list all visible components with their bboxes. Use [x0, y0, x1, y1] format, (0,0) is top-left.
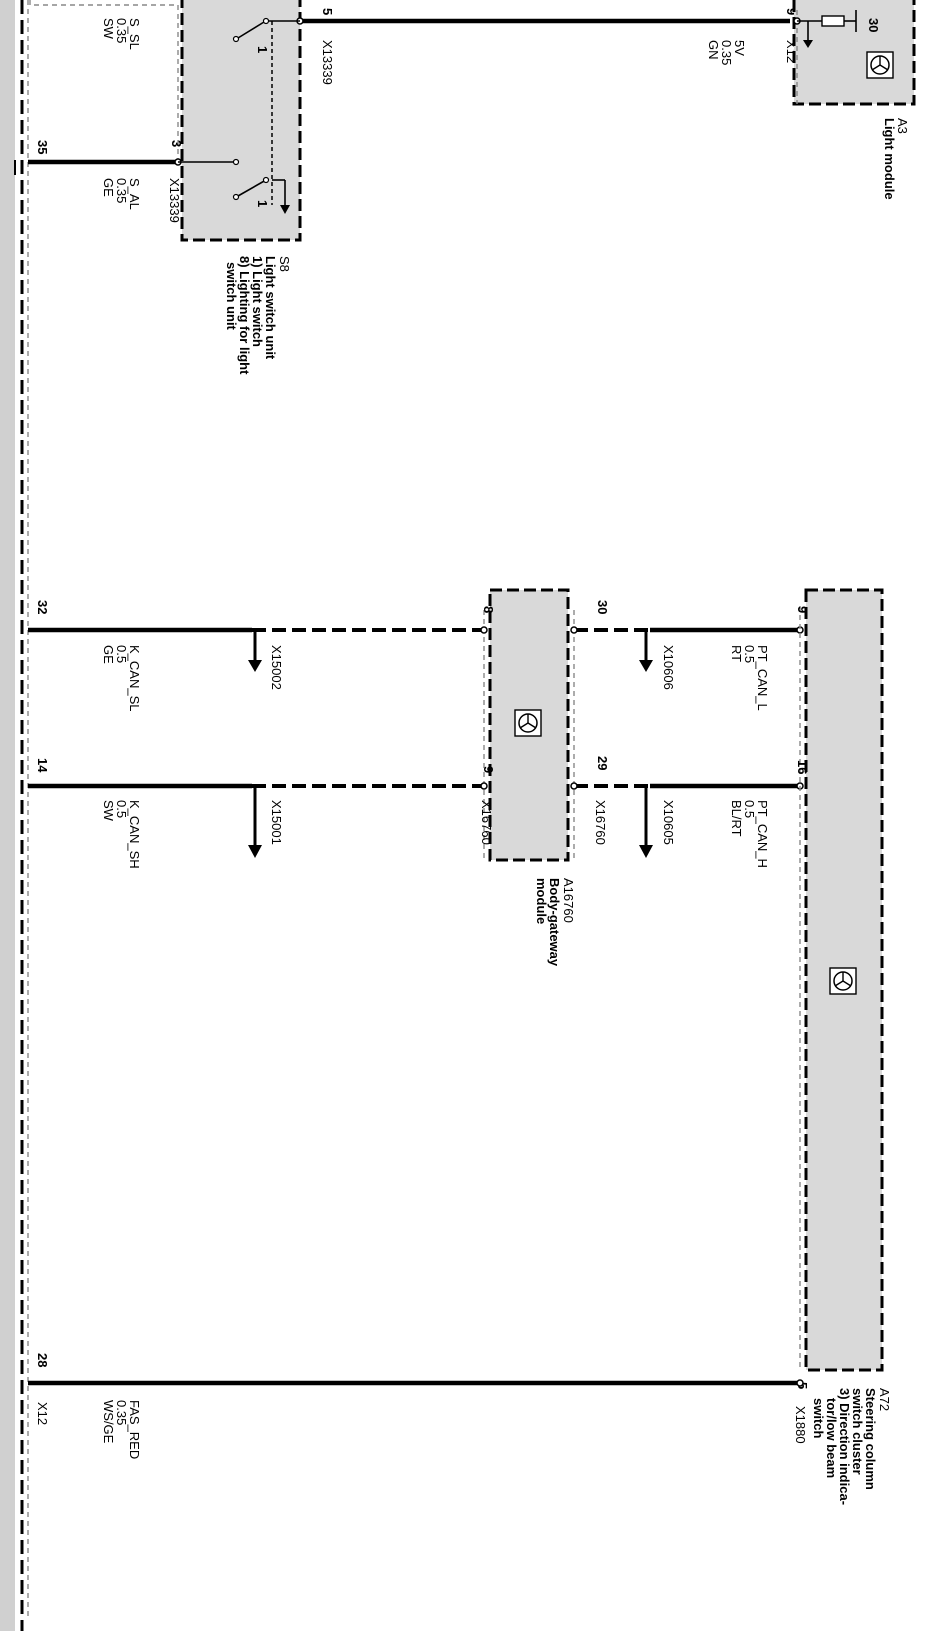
wire-k-can-sl-name: K_CAN_SL [127, 645, 142, 711]
steering-name: Steering column [863, 1388, 878, 1490]
steering-column-star-icon [829, 967, 857, 995]
body-gateway-connector-left: X16760 [479, 800, 494, 845]
light-switch-id: S8 [277, 256, 292, 272]
connector-x13339-bottom: X13339 [167, 178, 182, 223]
wire-5v-color: GN [706, 40, 721, 60]
light-module-name: Light module [882, 118, 897, 200]
wire-pt-can-l-color: RT [729, 645, 744, 662]
wire-fas-red-color: WS/GE [101, 1400, 116, 1444]
body-gateway-name: Body-gateway [547, 878, 562, 967]
splice-x10606: X10606 [661, 645, 676, 690]
body-gateway-pin-30: 30 [595, 600, 610, 614]
connector-x13339-top: X13339 [320, 40, 335, 85]
body-gateway-id: A16760 [561, 878, 576, 923]
body-gateway-connector-right: X16760 [593, 800, 608, 845]
wire-k-can-sl-color: GE [101, 645, 116, 664]
wire-k-can-sl-size: 0.5 [114, 645, 129, 663]
body-gateway-pin-9: 9 [481, 766, 496, 773]
wire-fas-red-size: 0.35 [114, 1400, 129, 1425]
body-gateway-star-icon [514, 709, 542, 737]
body-gateway-pin-29: 29 [595, 756, 610, 770]
wire-5v-name: 5V [732, 40, 747, 56]
wire-k-can-sh-name: K_CAN_SH [127, 800, 142, 869]
wire-k-can-sh-size: 0.5 [114, 800, 129, 818]
light-switch-note3: switch unit [224, 262, 239, 331]
light-module-id: A3 [895, 118, 910, 134]
pin-s-sl-left: 5 [320, 8, 335, 15]
steering-connector: X1880 [793, 1406, 808, 1444]
steering-note3: switch [811, 1398, 826, 1439]
splice-x15002: X15002 [269, 645, 284, 690]
switch-pos-bottom: 1 [255, 200, 270, 207]
pin-light-module-30: 30 [866, 18, 881, 32]
wire-5v-size: 0.35 [719, 40, 734, 65]
light-module-box [792, 0, 916, 106]
wire-s-sl-color: SW [101, 18, 116, 40]
connector-x12-bottom: X12 [35, 1402, 50, 1425]
wire-pt-can-h-name: PT_CAN_H [755, 800, 770, 868]
steering-note2: tor/low beam [824, 1398, 839, 1478]
steering-pin-16: 16 [795, 760, 810, 774]
body-gateway-pin-8: 8 [481, 606, 496, 613]
k-can-sl-splice-arrow-icon [248, 632, 262, 672]
splice-x10605: X10605 [661, 800, 676, 845]
wire-pt-can-l-size: 0.5 [742, 645, 757, 663]
wire-s-sl-name: S_SL [127, 18, 142, 50]
splice-x15001: X15001 [269, 800, 284, 845]
light-switch-note1: 1) Light switch [250, 256, 265, 347]
wire-k-can-sh-color: SW [101, 800, 116, 822]
pt-can-h-junction-left [570, 782, 578, 790]
wire-s-sl-size: 0.35 [114, 18, 129, 43]
pt-can-l-splice-arrow-icon [639, 632, 653, 672]
body-gateway-name2: module [534, 878, 549, 924]
steering-pin-9: 9 [795, 606, 810, 613]
steering-id: A72 [877, 1388, 892, 1411]
light-switch-name: Light switch unit [263, 256, 278, 360]
pt-can-h-splice-arrow-icon [639, 788, 653, 858]
pin-k-can-sh: 14 [35, 758, 50, 773]
wire-s-al-color: GE [101, 178, 116, 197]
steering-name2: switch cluster [850, 1388, 865, 1475]
pin-k-can-sl: 32 [35, 600, 50, 614]
pin-s-sl-right: 9 [784, 8, 799, 15]
wire-s-al-name: S_AL [127, 178, 142, 210]
switch-pos-top: 1 [255, 46, 270, 53]
wire-pt-can-h-size: 0.5 [742, 800, 757, 818]
pin-s-al-left: 35 [35, 140, 50, 154]
switch-symbol-icon [178, 17, 300, 214]
wire-s-al-size: 0.35 [114, 178, 129, 203]
pt-can-l-junction-left [570, 626, 578, 634]
pin-s-al-right: 3 [169, 140, 184, 147]
steering-note1: 3) Direction indica- [837, 1388, 852, 1505]
left-rail [0, 0, 15, 1631]
wire-pt-can-l-name: PT_CAN_L [755, 645, 770, 711]
light-switch-unit-box [180, 0, 302, 242]
k-can-sl-junction [480, 626, 488, 634]
wire-pt-can-h-color: BL/RT [729, 800, 744, 837]
pin-fas-red: 28 [35, 1353, 50, 1367]
resistor-icon [797, 10, 857, 48]
light-switch-note2: 8) Lighting for light [237, 256, 252, 375]
top-left-bracket [29, 0, 179, 160]
mercedes-star-icon [866, 51, 894, 79]
k-can-sh-junction [480, 782, 488, 790]
fas-red-junction [796, 1379, 804, 1387]
wire-fas-red-name: FAS_RED [127, 1400, 142, 1459]
k-can-sh-splice-arrow-icon [248, 788, 262, 858]
